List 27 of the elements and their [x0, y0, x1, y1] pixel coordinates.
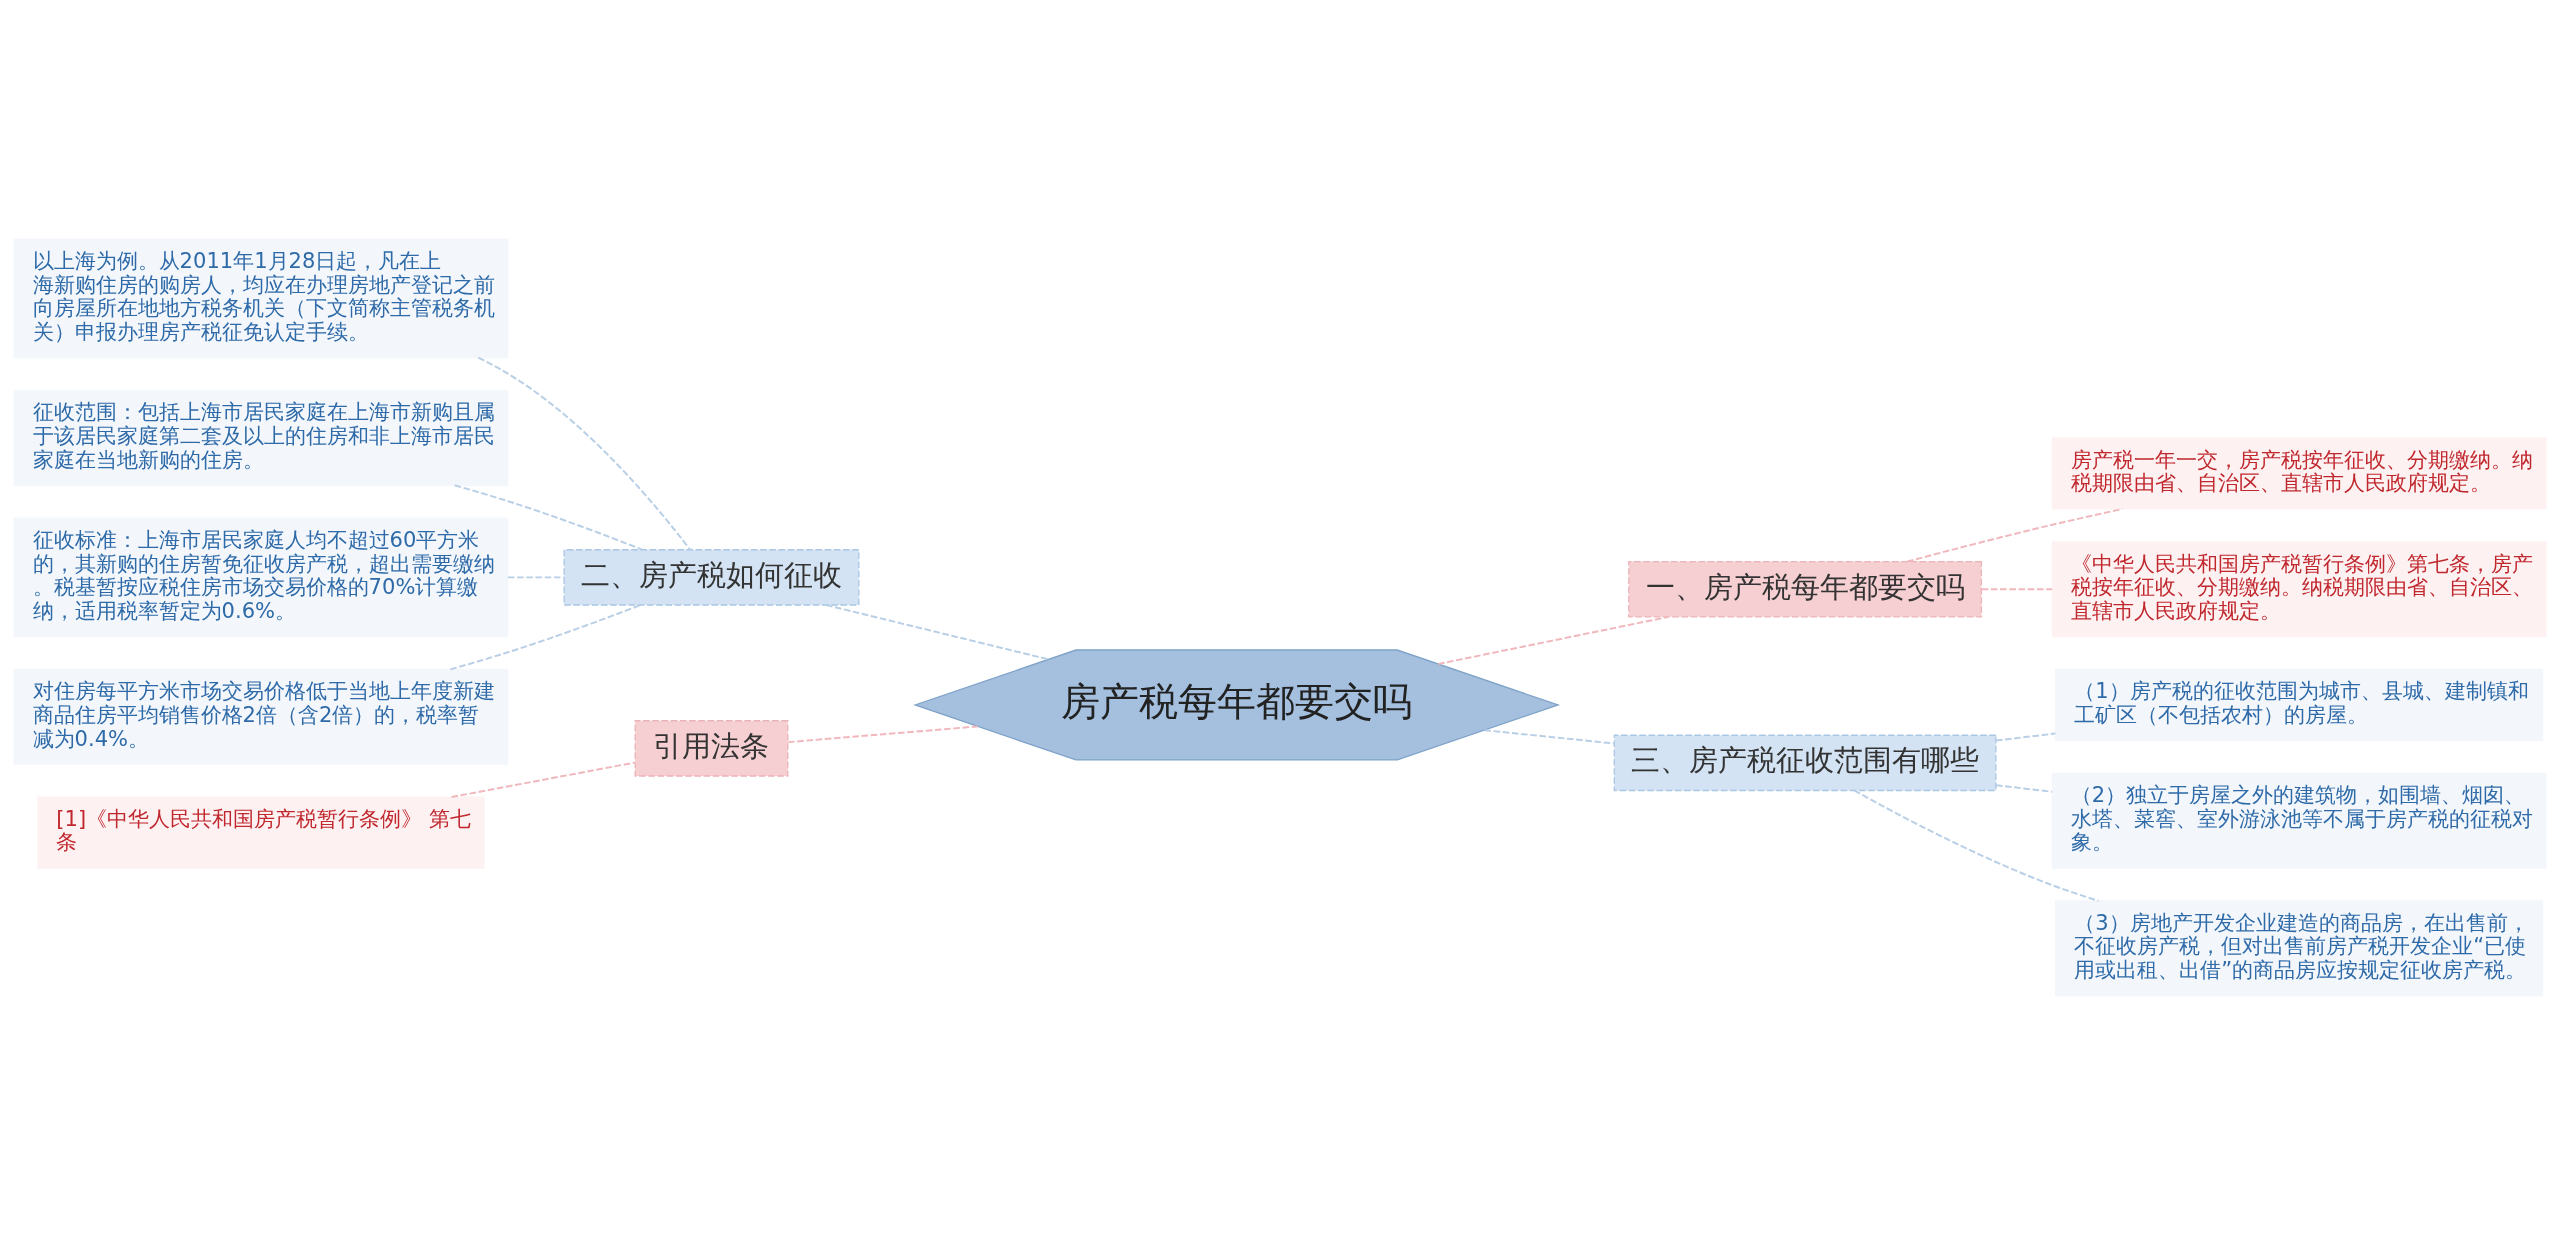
node-box: [1]《中华人民共和国房产税暂行条例》 第七条: [37, 796, 485, 869]
connector: [477, 356, 692, 551]
node-box: 征收范围：包括上海市居民家庭在上海市新购且属于该居民家庭第二套及以上的住房和非上海市居民家庭在当地新购的住房。: [13, 389, 509, 486]
connector: [449, 604, 642, 671]
node-box: 房产税一年一交，房产税按年征收、分期缴纳。纳税期限由省、自治区、直辖市人民政府规定。: [2051, 437, 2547, 510]
node-box: 二、房产税如何征收: [563, 549, 860, 606]
connector: [450, 761, 636, 798]
node-box: 一、房产税每年都要交吗: [1628, 560, 1983, 618]
node-box: （2）独立于房屋之外的建筑物，如围墙、烟囱、水塔、菜窖、室外游泳池等不属于房产税的征税对象。: [2051, 772, 2547, 869]
node-box: 引用法条: [634, 720, 789, 777]
connector: [1995, 732, 2057, 742]
connector: [506, 576, 566, 579]
connector: [453, 484, 644, 551]
connector: [825, 604, 1050, 661]
connector: [1995, 784, 2054, 793]
connector: [1437, 615, 1670, 665]
node-box: （1）房产税的征收范围为城市、县城、建制镇和工矿区（不包括农村）的房屋。: [2055, 668, 2544, 742]
node-box: （3）房地产开发企业建造的商品房，在出售前，不征收房产税，但对出售前房产税开发企业“已使用或出租、出借”的商品房应按规定征收房产税。: [2055, 900, 2544, 997]
node-box: 《中华人民共和国房产税暂行条例》第七条，房产税按年征收、分期缴纳。纳税期限由省、自治区、直辖市人民政府规定。: [2051, 541, 2547, 638]
node-box: 以上海为例。从2011年1月28日起，凡在上海新购住房的购房人，均应在办理房地产登记之前向房屋所在地地方税务机关（下文简称主管税务机关）申报办理房产税征免认定手续。: [13, 238, 509, 359]
connector: [1483, 729, 1616, 745]
connector: [787, 725, 979, 744]
node-box: 三、房产税征收范围有哪些: [1613, 734, 1997, 792]
node-box: 对住房每平方米市场交易价格低于当地上年度新建商品住房平均销售价格2倍（含2倍）的，税率暂减为0.4%。: [13, 668, 509, 765]
connector: [1980, 588, 2054, 591]
node-box: 征收标准：上海市居民家庭人均不超过60平方米的，其新购的住房暂免征收房产税，超出需要缴纳。税基暂按应税住房市场交易价格的70%计算缴纳，适用税率暂定为0.6%。: [13, 517, 509, 638]
connector: [1853, 789, 2100, 902]
